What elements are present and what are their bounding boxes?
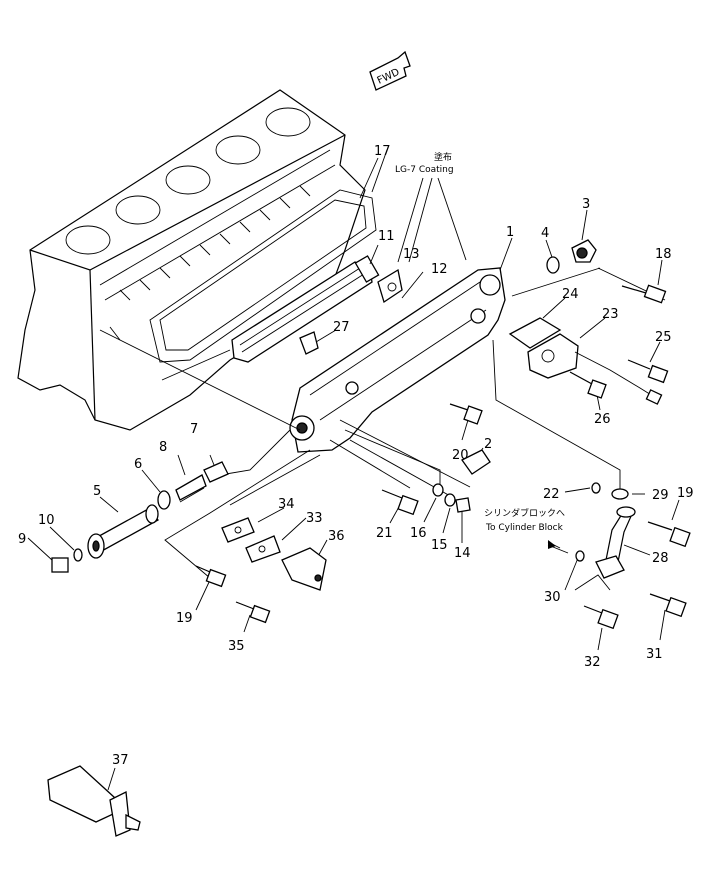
bolt-25 — [627, 359, 669, 384]
callout-6: 6 — [134, 457, 142, 472]
callout-3: 3 — [582, 197, 590, 212]
callout-numbers: 1 2 3 4 5 6 7 8 9 10 11 12 13 14 15 16 1… — [18, 144, 694, 768]
plug-7 — [203, 461, 229, 483]
gasket-10 — [73, 548, 83, 562]
plate-33 — [245, 535, 281, 563]
bolt-18 — [621, 284, 667, 304]
callout-2: 2 — [484, 437, 492, 452]
callout-4: 4 — [541, 226, 549, 241]
block-note-jp: シリンダブロックへ — [484, 507, 565, 519]
bolt-19-right — [647, 521, 691, 548]
gasket-34 — [221, 517, 255, 543]
washer-16 — [432, 483, 444, 497]
callout-33: 33 — [306, 511, 323, 526]
callout-17: 17 — [374, 144, 391, 159]
callout-11: 11 — [378, 229, 395, 244]
callout-25: 25 — [655, 330, 672, 345]
plug-27 — [299, 331, 319, 355]
callout-8: 8 — [159, 440, 167, 455]
callout-26: 26 — [594, 412, 611, 427]
bolt-21 — [381, 489, 419, 516]
coating-note-en: LG-7 Coating — [395, 165, 454, 175]
callout-5: 5 — [93, 484, 101, 499]
plug-2 — [461, 449, 491, 475]
callout-1: 1 — [506, 225, 514, 240]
callout-15: 15 — [431, 538, 448, 553]
callout-28: 28 — [652, 551, 669, 566]
callout-29: 29 — [652, 488, 669, 503]
pipe-28 — [595, 506, 636, 579]
callout-13: 13 — [403, 247, 420, 262]
washer-15 — [444, 493, 456, 507]
callout-35: 35 — [228, 639, 245, 654]
o-ring-29 — [611, 488, 629, 500]
callout-31: 31 — [646, 647, 663, 662]
callout-24: 24 — [562, 287, 579, 302]
bolt-20 — [449, 403, 483, 425]
fwd-arrow-icon: FWD — [369, 50, 411, 91]
coating-note-jp: 塗布 — [434, 151, 452, 163]
callout-30: 30 — [544, 590, 561, 605]
callout-21: 21 — [376, 526, 393, 541]
callout-32: 32 — [584, 655, 601, 670]
callout-9: 9 — [18, 532, 26, 547]
o-ring-22 — [591, 482, 601, 494]
valve-5 — [87, 504, 159, 559]
callout-37: 37 — [112, 753, 129, 768]
bolt-32 — [583, 605, 619, 630]
bolt-26 — [569, 371, 607, 399]
callout-36: 36 — [328, 529, 345, 544]
callout-10: 10 — [38, 513, 55, 528]
callout-19-left: 19 — [176, 611, 193, 626]
callout-23: 23 — [602, 307, 619, 322]
nut-14 — [455, 497, 471, 513]
tool-37 — [47, 765, 141, 837]
callout-19-right: 19 — [677, 486, 694, 501]
o-ring-4 — [546, 256, 560, 274]
callout-7: 7 — [190, 422, 198, 437]
bolt-19-left — [195, 565, 227, 588]
oil-cooler-core — [231, 255, 380, 363]
cylinder-block — [17, 89, 366, 431]
block-note-en: To Cylinder Block — [485, 523, 564, 533]
thermostat-cover-23 — [527, 333, 579, 379]
callout-18: 18 — [655, 247, 672, 262]
plug-9 — [51, 557, 69, 573]
callout-14: 14 — [454, 546, 471, 561]
callout-34: 34 — [278, 497, 295, 512]
callout-20: 20 — [452, 448, 469, 463]
o-ring-30 — [575, 550, 585, 562]
switch-36 — [281, 547, 327, 591]
callout-16: 16 — [410, 526, 427, 541]
o-ring-6 — [157, 490, 171, 510]
leader-lines — [27, 149, 680, 791]
gasket-24 — [508, 317, 562, 349]
oil-cooler-cover — [289, 267, 506, 453]
bolt-35 — [235, 601, 271, 624]
callout-27: 27 — [333, 320, 350, 335]
bolt-31 — [649, 593, 687, 618]
callout-12: 12 — [431, 262, 448, 277]
callout-22: 22 — [543, 487, 560, 502]
